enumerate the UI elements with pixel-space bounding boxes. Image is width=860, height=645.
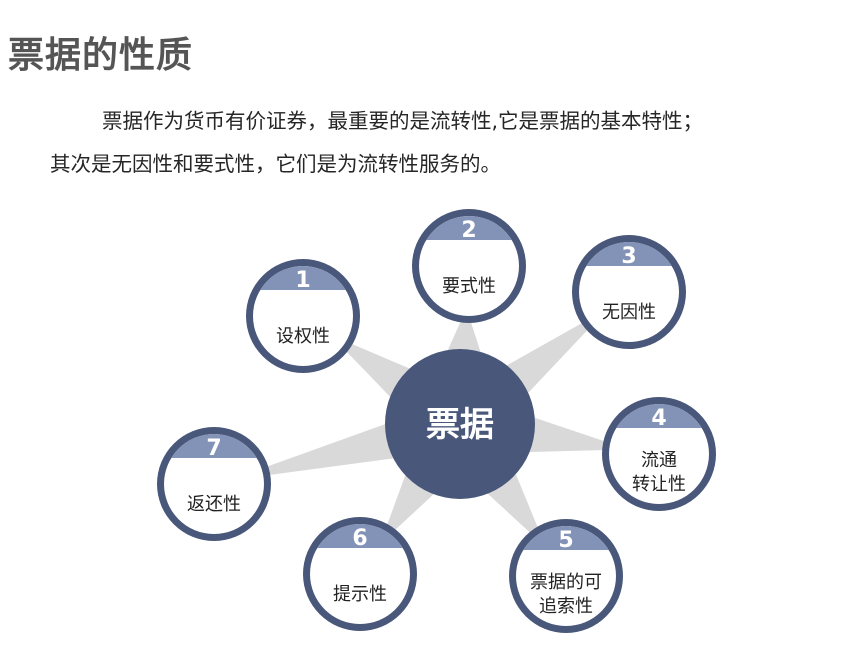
node-number: 2 xyxy=(461,218,476,243)
node-label: 追索性 xyxy=(539,596,593,617)
connector-2 xyxy=(445,318,482,357)
center-label: 票据 xyxy=(426,405,494,445)
node-face xyxy=(164,434,264,534)
node-label: 票据的可 xyxy=(530,572,602,593)
intro-line-2: 其次是无因性和要式性，它们是为流转性服务的。 xyxy=(50,152,501,176)
node-face xyxy=(310,524,410,624)
connector-3 xyxy=(503,321,590,396)
node-face xyxy=(609,404,709,504)
property-node-3: 3 无因性 xyxy=(572,235,686,349)
node-label: 无因性 xyxy=(602,302,656,323)
node-label: 提示性 xyxy=(333,584,387,605)
node-number: 3 xyxy=(621,244,636,269)
node-label: 转让性 xyxy=(632,474,686,495)
intro-line-1: 票据作为货币有价证券，最重要的是流转性,它是票据的基本特性； xyxy=(102,109,704,133)
node-label: 要式性 xyxy=(442,276,496,297)
node-face xyxy=(419,216,519,316)
node-label: 流通 xyxy=(641,450,677,471)
property-node-7: 7 返还性 xyxy=(157,427,271,541)
center-node: 票据 xyxy=(385,349,535,499)
page-title: 票据的性质 xyxy=(8,35,194,76)
property-node-6: 6 提示性 xyxy=(303,517,417,631)
node-number: 7 xyxy=(206,436,221,461)
node-face xyxy=(516,526,616,626)
connector-7 xyxy=(264,422,398,476)
node-number: 4 xyxy=(651,406,666,431)
node-number: 5 xyxy=(558,528,573,553)
connector-4 xyxy=(525,416,608,453)
node-number: 6 xyxy=(352,526,367,551)
node-face xyxy=(253,266,353,366)
node-face xyxy=(579,242,679,342)
property-node-2: 2 要式性 xyxy=(412,209,526,323)
node-number: 1 xyxy=(295,268,310,293)
property-node-1: 1 设权性 xyxy=(246,259,360,373)
node-label: 返还性 xyxy=(187,494,241,515)
node-label: 设权性 xyxy=(276,326,330,347)
center-circle xyxy=(385,349,535,499)
